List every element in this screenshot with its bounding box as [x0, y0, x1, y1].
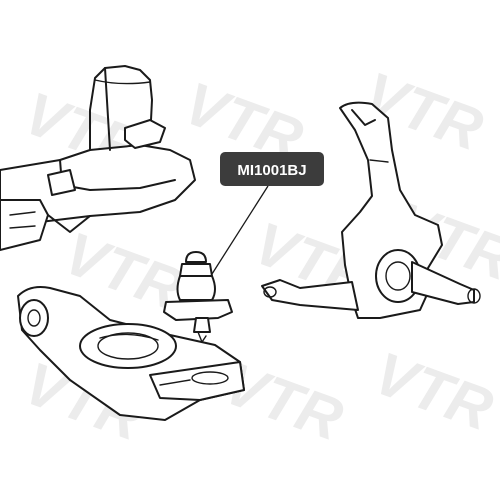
- ball-joint: [163, 251, 233, 343]
- upper-control-arm: [0, 65, 196, 251]
- lower-control-arm: [17, 286, 245, 421]
- callout-leader-line: [211, 185, 269, 275]
- watermark-text: VTR: [366, 339, 500, 443]
- part-callout: MI1001BJ: [211, 152, 324, 275]
- steering-knuckle: [261, 101, 481, 319]
- part-number-label: MI1001BJ: [237, 162, 306, 179]
- callout-box: [220, 152, 324, 186]
